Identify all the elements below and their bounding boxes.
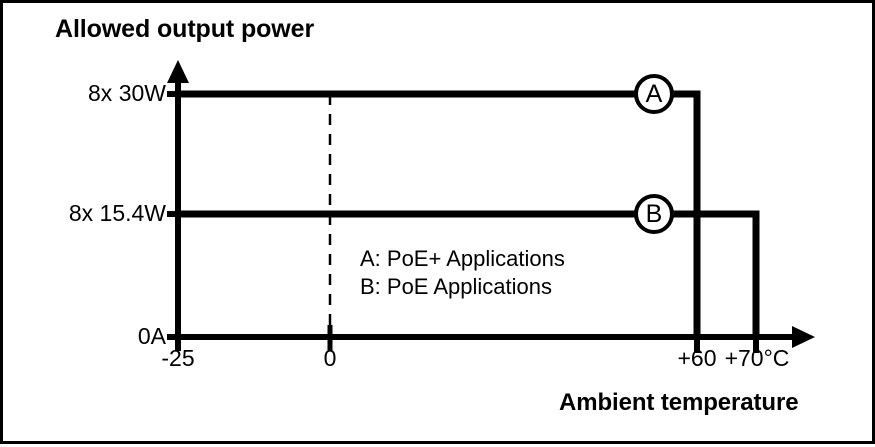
x-tick-label-minus25: -25 [161,345,195,371]
chart-title: Allowed output power [55,15,315,43]
y-axis [167,60,189,337]
y-tick-label-0a: 0A [137,323,166,349]
marker-a-label: A [645,80,663,108]
legend-item-b: B: PoE Applications [360,274,553,299]
x-axis [178,326,815,348]
x-tick-label-zero: 0 [323,345,337,371]
series-b-curve [178,210,760,337]
y-tick-label-15-4w: 8x 15.4W [68,200,166,226]
legend-item-a: A: PoE+ Applications [360,246,565,271]
marker-b-label: B [645,200,663,228]
y-tick-label-30w: 8x 30W [88,80,166,106]
marker-a-circle [634,74,674,114]
marker-b-circle [634,194,674,234]
chart-plot-area [167,60,815,353]
series-a-curve [178,90,701,337]
x-tick-label-plus70c: +70°C [724,345,790,371]
x-tick-label-plus60: +60 [677,345,717,371]
x-axis-title: Ambient temperature [559,389,799,416]
